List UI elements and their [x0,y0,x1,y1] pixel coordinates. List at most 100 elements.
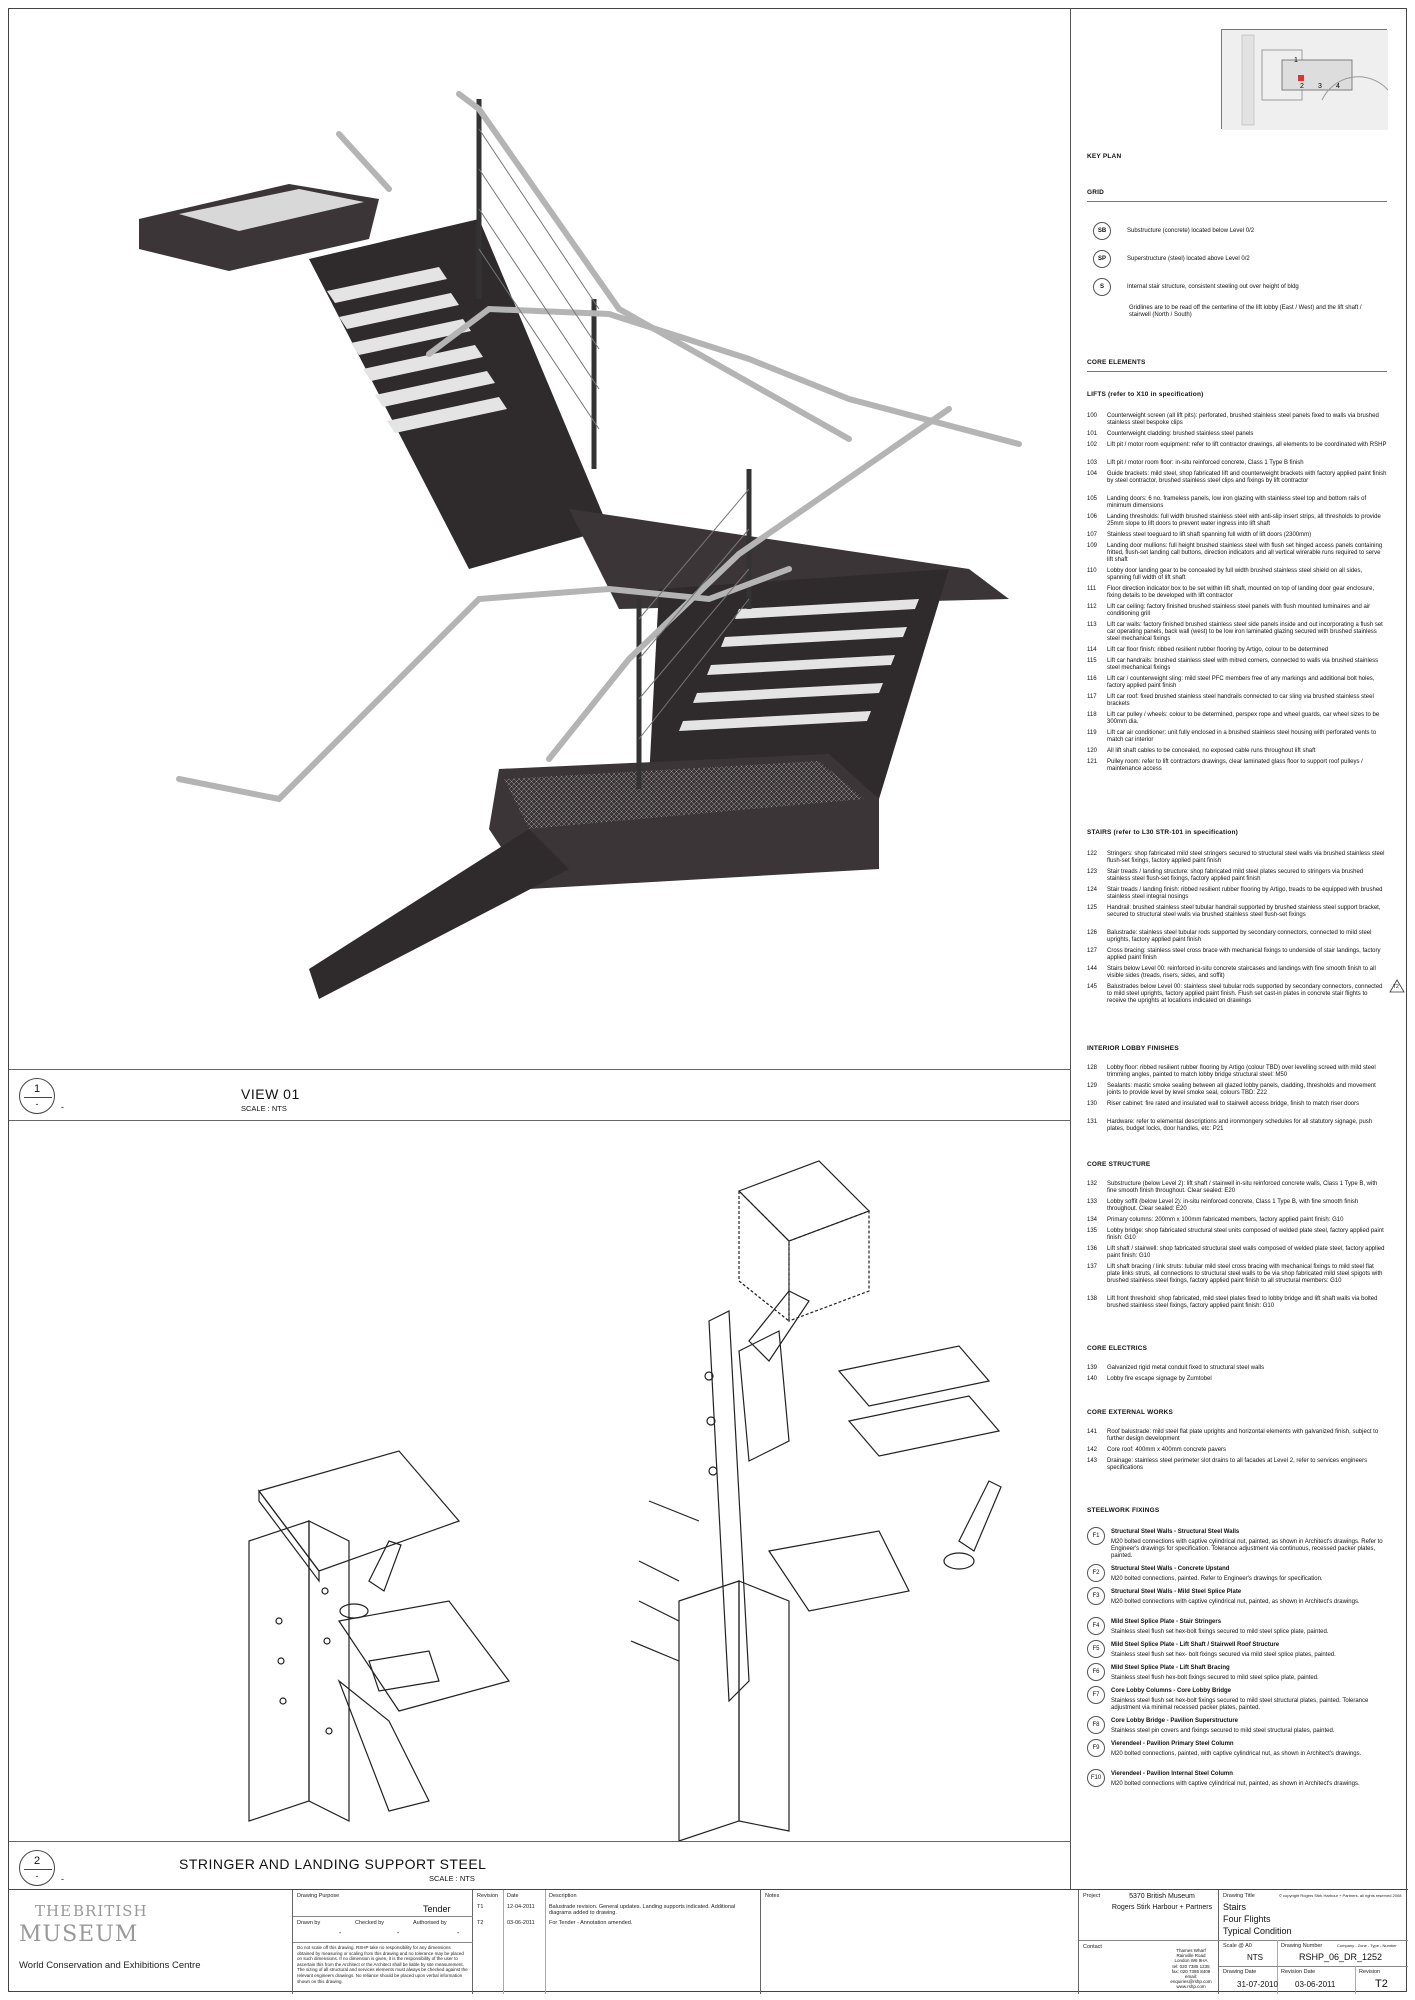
core-electrics-heading: CORE ELECTRICS [1087,1345,1148,1352]
fixing-body: Mild Steel Splice Plate - Lift Shaft / S… [1111,1640,1336,1659]
note-text: Landing door mullions: full height brush… [1107,543,1383,563]
fixing-body: Mild Steel Splice Plate - Lift Shaft Bra… [1111,1663,1319,1682]
fixing-tag-bubble: F10 [1087,1769,1105,1787]
note-text: Lift pit / motor room floor: in-situ rei… [1107,460,1304,466]
top-landing-tread [179,189,364,231]
logo-the: THE [35,1902,73,1920]
drawing-title-line-1: Stairs [1223,1902,1247,1912]
fixing-title: Core Lobby Bridge - Pavilion Superstruct… [1111,1718,1239,1724]
fixing-description: Stainless steel flush set hex-bolt fixin… [1111,1698,1369,1711]
revision-t1-code: T1 [477,1904,484,1910]
fixing-title: Core Lobby Columns - Core Lobby Bridge [1111,1688,1232,1694]
core-external-heading: CORE EXTERNAL WORKS [1087,1409,1174,1416]
note-code: 133 [1087,1199,1098,1205]
fixing-item: F5 Mild Steel Splice Plate - Lift Shaft /… [1087,1640,1387,1659]
client-logo-cell: THE BRITISH MUSEUM World Conservation an… [9,1890,293,1994]
current-revision: T2 [1375,1978,1388,1990]
keyplan-marker-4: 4 [1336,83,1340,90]
fixing-item: F4 Mild Steel Splice Plate - Stair String… [1087,1617,1387,1636]
note-text: Lift car pulley / wheels: colour to be d… [1107,712,1380,725]
upper-flight-treads [327,267,507,433]
note-text: Lobby fire escape signage by Zumtobel [1107,1376,1212,1382]
note-code: 119 [1087,730,1097,736]
note-code: 103 [1087,460,1098,466]
note-text: Lift pit / motor room equipment: refer t… [1107,442,1387,448]
note-code: 124 [1087,887,1098,893]
revision-cloud-marker: T2 [1389,979,1405,993]
drawing-title-line-3: Typical Condition [1223,1926,1292,1936]
fixing-title: Mild Steel Splice Plate - Stair Stringer… [1111,1619,1222,1625]
view-ref-dash: - [61,1102,64,1112]
fixing-body: Core Lobby Bridge - Pavilion Superstruct… [1111,1716,1334,1735]
grid-bubble: S [1093,278,1111,296]
fixing-tag-bubble: F5 [1087,1640,1105,1658]
view-01-stair-isometric [9,9,1071,1069]
lobby-heading: INTERIOR LOBBY FINISHES [1087,1045,1179,1052]
grid-note: Gridlines are to be read off the centerl… [1129,305,1362,318]
note-code: 141 [1087,1429,1098,1435]
stairs-heading: STAIRS (refer to L30 STR-101 in specific… [1087,829,1239,836]
note-text: Galvanized rigid metal conduit fixed to … [1107,1365,1265,1371]
revision-t1-date: 12-04-2011 [507,1904,535,1910]
left-connection-assembly [248,1450,511,1822]
drawing-number: RSHP_06_DR_1252 [1299,1952,1383,1962]
stringer-support-steel-illustration [248,1160,1002,1842]
note-code: 132 [1087,1181,1098,1187]
balustrade-rods [478,128,750,740]
note-text: Primary columns: 200mm x 100mm fabricate… [1107,1217,1344,1223]
fixing-description: Stainless steel flush set hex- bolt fixi… [1111,1652,1336,1658]
note-text: Lobby soffit (below Level 2): in-situ re… [1107,1199,1359,1212]
note-code: 111 [1087,586,1097,592]
key-plan-map: 1 2 3 4 [1221,29,1389,130]
fixing-title: Mild Steel Splice Plate - Lift Shaft Bra… [1111,1665,1230,1671]
note-code: 116 [1087,676,1097,682]
fixing-title: Structural Steel Walls - Mild Steel Spli… [1111,1589,1242,1595]
note-text: Lift front threshold: shop fabricated, m… [1107,1296,1378,1309]
title-block: THE BRITISH MUSEUM World Conservation an… [9,1889,1408,1994]
fixing-description: M20 bolted connections with captive cyli… [1111,1781,1360,1787]
note-code: 129 [1087,1083,1098,1089]
fixing-tag-bubble: F4 [1087,1617,1105,1635]
view-number-bubble: 1 - [19,1078,55,1114]
note-text: Handrail: brushed stainless steel tubula… [1107,905,1381,918]
project-cell: Project 5370 British Museum Rogers Stirk… [1079,1890,1219,1994]
fixing-body: Structural Steel Walls - Concrete Upstan… [1111,1564,1323,1583]
note-text: Floor direction indicator box to be set … [1107,586,1375,599]
fixing-tag-bubble: F1 [1087,1527,1105,1545]
lower-flight-stringer [649,569,949,799]
fixing-description: Stainless steel flush hex-bolt fixings s… [1111,1675,1319,1681]
note-text: Lobby door landing gear to be concealed … [1107,568,1363,581]
fixing-title: Mild Steel Splice Plate - Lift Shaft / S… [1111,1642,1280,1648]
fixing-title: Vierendeel - Pavilion Internal Steel Col… [1111,1771,1233,1777]
note-code: 104 [1087,471,1098,477]
view-scale: SCALE : NTS [429,1874,475,1883]
disclaimer-text: Do not scale off this drawing. RSHP take… [297,1945,468,1984]
annotation-sidebar: 1 2 3 4 KEY PLAN GRID SB Substructure (c… [1071,9,1408,1889]
keyplan-marker-1: 1 [1294,57,1298,64]
